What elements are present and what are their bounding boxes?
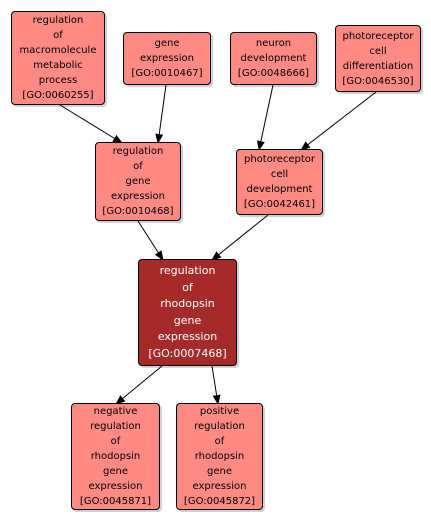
node-label-line: macromolecule [19,45,97,56]
edge-go0042461-to-go0007468 [211,214,269,261]
node-go-0048666[interactable]: neuron development [GO:0048666] [230,32,317,85]
node-label-line: cell [369,45,387,57]
edge-go0046530-to-go0042461 [300,91,377,151]
edge-go0007468-to-go0045871 [115,365,163,405]
node-go-id: [GO:0045872] [183,496,256,507]
node-label-line: regulation [159,264,216,277]
node-go-0010468[interactable]: regulation of gene expression [GO:0010468] [95,142,181,221]
node-label-line: rhodopsin [194,451,245,462]
edge-go0010467-to-go0010468 [155,84,167,144]
node-go-0042461[interactable]: photoreceptor cell development [GO:0042461] [236,149,323,215]
node-label-line: gene [103,466,128,477]
node-label-line: gene [154,38,180,49]
node-label-line: metabolic [33,60,83,71]
node-go-id: [GO:0007468] [148,346,227,360]
node-go-id: [GO:0046530] [342,75,414,87]
node-label-line: of [133,161,143,172]
node-go-id: [GO:0060255] [22,90,94,101]
node-go-0007468-focus[interactable]: regulation of rhodopsin gene expression [GO:0… [138,259,237,366]
node-label-line: cell [270,169,289,180]
edge-go0010468-to-go0007468 [137,220,164,261]
node-label-line: photoreceptor [342,30,414,42]
node-go-0045872[interactable]: positive regulation of rhodopsin gene express… [176,403,263,510]
node-label-line: gene [207,466,232,477]
node-go-0060255[interactable]: regulation of macromolecule metabolic proces… [11,11,105,105]
node-label-line: of [182,280,193,294]
node-label-line: process [38,75,78,86]
node-label-line: regulation [112,146,164,157]
node-label-line: neuron [255,38,292,49]
node-label-line: gene [125,176,151,187]
node-label-line: expression [157,330,218,343]
node-label-line: rhodopsin [160,297,215,310]
node-label-line: regulation [194,421,245,432]
node-label-line: gene [173,313,202,327]
node-go-id: [GO:0010467] [131,68,203,79]
node-label-line: rhodopsin [90,451,141,462]
node-label-line: of [110,436,121,447]
edge-go0007468-to-go0045872 [211,365,221,405]
node-label-line: regulation [90,421,141,432]
node-label-line: differentiation [342,60,414,72]
node-go-id: [GO:0042461] [243,199,316,210]
node-go-id: [GO:0048666] [237,68,310,79]
node-go-0046530[interactable]: photoreceptor cell differentiation [GO:0046… [335,25,421,92]
node-label-line: expression [88,481,143,492]
node-go-id: [GO:0045871] [79,496,152,507]
node-go-0010467[interactable]: gene expression [GO:0010467] [123,32,211,85]
node-label-line: regulation [32,15,84,26]
node-label-line: expression [140,53,194,64]
node-label-line: negative [93,406,138,417]
node-label-line: of [214,436,225,447]
node-go-id: [GO:0010468] [102,206,174,217]
node-label-line: photoreceptor [243,154,316,165]
node-go-0045871[interactable]: negative regulation of rhodopsin gene express… [71,403,160,510]
edge-go0048666-to-go0042461 [256,84,274,151]
node-label-line: expression [111,191,165,202]
node-label-line: of [53,30,63,41]
node-label-line: development [240,53,307,64]
edge-go0060255-to-go0010468 [59,104,123,144]
node-label-line: development [246,184,313,195]
node-label-line: expression [192,481,247,492]
node-label-line: positive [199,406,240,417]
